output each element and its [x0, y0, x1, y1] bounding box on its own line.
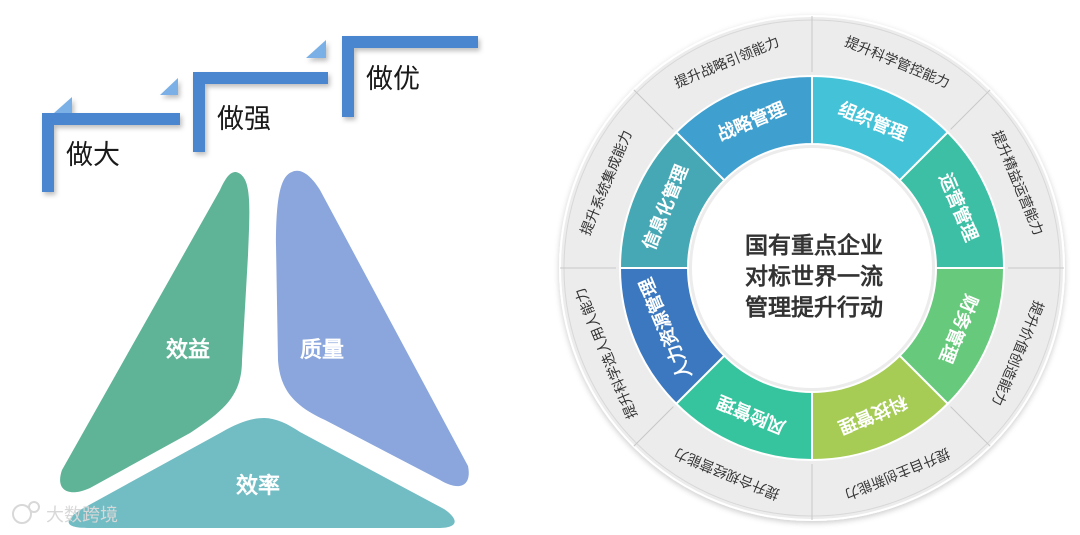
triangle-diagram: 效益 质量 效率: [60, 170, 469, 528]
wheel-center-line-1: 国有重点企业: [745, 232, 883, 259]
watermark-logo-icon: [12, 504, 32, 524]
step-bracket-3: [306, 36, 478, 117]
step-label-1: 做大: [66, 140, 120, 171]
triangle-petal-right: [276, 170, 469, 487]
outer-ring-dividers: [560, 16, 1064, 520]
step-label-2: 做强: [217, 104, 271, 135]
outer-ring-divider-5: [950, 406, 991, 447]
outer-ring-divider-3: [950, 89, 991, 130]
triangle-petal-bottom: [68, 418, 455, 528]
wheel-center-line-2: 对标世界一流: [745, 263, 883, 290]
triangle-label-left: 效益: [166, 337, 210, 363]
outer-ring-divider-7: [633, 406, 674, 447]
management-wheel: 战略管理组织管理运营管理财务管理科技管理风险管理人力资源管理信息化管理 提升战略…: [559, 15, 1065, 521]
triangle-label-right: 质量: [300, 338, 344, 363]
wheel-segments: 战略管理组织管理运营管理财务管理科技管理风险管理人力资源管理信息化管理: [618, 74, 1006, 462]
triangle-petal-left: [60, 172, 250, 493]
watermark: 大数跨境: [12, 501, 118, 526]
growth-steps: 做大 做强 做优: [42, 36, 478, 192]
wheel-center-line-3: 管理提升行动: [745, 294, 883, 321]
outer-ring-divider-1: [633, 89, 674, 130]
triangle-label-bottom: 效率: [236, 473, 280, 499]
step-bracket-2: [160, 72, 328, 152]
step-label-3: 做优: [366, 64, 420, 95]
wheel-segment-8: [618, 130, 726, 269]
step-bracket-1: [42, 97, 180, 192]
wheel-center-circle: [692, 148, 932, 388]
watermark-text: 大数跨境: [46, 505, 118, 526]
